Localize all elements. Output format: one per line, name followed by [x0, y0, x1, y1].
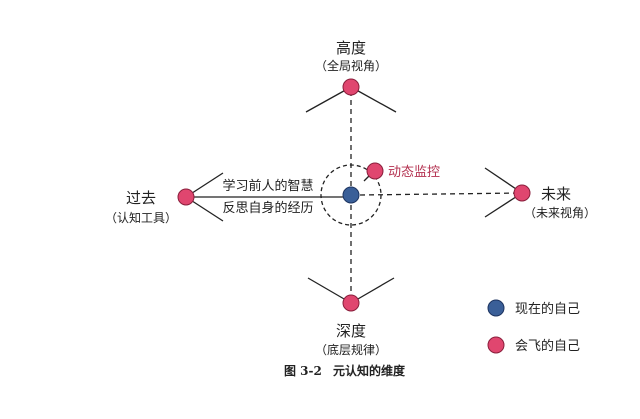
legend-current-self-marker: [487, 299, 505, 317]
figure-title: 元认知的维度: [333, 363, 406, 378]
top-node-subtitle: （全局视角）: [315, 58, 387, 73]
top-wing-left: [305, 86, 352, 113]
right-node-title: 未来: [541, 185, 571, 203]
right-node-subtitle: （未来视角）: [524, 205, 596, 220]
bottom-node-subtitle: （底层规律）: [315, 342, 387, 357]
dynamic-monitor-label: 动态监控: [388, 165, 440, 180]
legend-current-self-label: 现在的自己: [515, 301, 580, 317]
left-flying-self-node: [177, 188, 195, 206]
legend-flying-self-marker: [487, 336, 505, 354]
right-dashed-axis: [359, 192, 523, 196]
left-node-subtitle: （认知工具）: [105, 211, 177, 225]
current-self-node: [342, 186, 360, 204]
figure-number: 图 3-2: [284, 364, 322, 378]
left-node-title: 过去: [126, 189, 156, 207]
top-wing-right: [350, 86, 397, 113]
left-path-label-upper: 学习前人的智慧: [222, 178, 313, 194]
bottom-node-title: 深度: [336, 322, 366, 340]
right-flying-self-node: [513, 184, 531, 202]
top-flying-self-node: [342, 78, 360, 96]
top-node-title: 高度: [336, 39, 366, 57]
legend-flying-self-label: 会飞的自己: [515, 338, 580, 354]
monitor-flying-self-node: [366, 162, 384, 180]
dynamic-monitor-circle: [320, 164, 382, 226]
left-path-label-lower: 反思自身的经历: [222, 200, 313, 216]
bottom-flying-self-node: [342, 294, 360, 312]
legend: 现在的自己 会飞的自己: [487, 299, 580, 354]
